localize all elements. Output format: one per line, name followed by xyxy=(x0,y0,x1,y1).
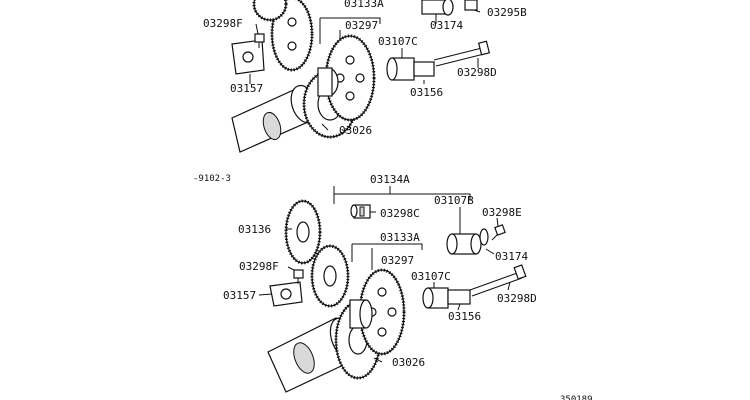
lower-label-03136: 03136 xyxy=(238,223,271,236)
lower-label-03298d: 03298D xyxy=(497,292,537,305)
lower-label-03298c: 03298C xyxy=(380,207,420,220)
upper-label-03157: 03157 xyxy=(230,82,263,95)
lower-sleeve-03174 xyxy=(446,233,482,255)
lower-label-03157: 03157 xyxy=(223,289,256,302)
date-code: -9102-3 xyxy=(193,174,231,184)
upper-shaft-03298d xyxy=(413,40,491,77)
lower-shaft-03298d xyxy=(447,264,527,305)
upper-label-03026: 03026 xyxy=(339,124,372,137)
lower-label-03026: 03026 xyxy=(392,356,425,369)
upper-label-03298d: 03298D xyxy=(457,66,497,79)
upper-hub xyxy=(317,67,339,97)
lower-bushing-03156 xyxy=(422,287,449,309)
lower-washer xyxy=(479,228,489,246)
upper-label-03297: 03297 xyxy=(345,19,378,32)
upper-label-03107c: 03107C xyxy=(378,35,418,48)
upper-assembly xyxy=(231,0,491,153)
upper-gear-03297 xyxy=(324,34,376,122)
upper-label-03133a: 03133A xyxy=(344,0,384,10)
lower-label-03298e: 03298E xyxy=(482,206,522,219)
upper-bushing-03156 xyxy=(386,57,415,81)
lower-gear-03136 xyxy=(284,199,322,265)
lower-label-03107c: 03107C xyxy=(411,270,451,283)
lower-label-03297: 03297 xyxy=(381,254,414,267)
lower-label-03298f: 03298F xyxy=(239,260,279,273)
lower-label-03156: 03156 xyxy=(448,310,481,323)
lower-bolt-03298f xyxy=(293,269,304,284)
figure-code: 350189 xyxy=(560,395,593,400)
lower-plate-03157 xyxy=(269,281,303,307)
upper-top-gear xyxy=(252,0,288,22)
lower-bolt-03298e xyxy=(491,224,506,241)
upper-gear-03133a xyxy=(270,0,314,72)
upper-label-03295b: 03295B xyxy=(487,6,527,19)
upper-sleeve-03174 xyxy=(421,0,454,16)
lower-label-03174: 03174 xyxy=(495,250,528,263)
lower-assembly xyxy=(258,186,527,393)
lower-label-03134a: 03134A xyxy=(370,173,410,186)
lower-label-03133a: 03133A xyxy=(380,231,420,244)
upper-label-03174: 03174 xyxy=(430,19,463,32)
lower-gear-middle xyxy=(310,244,350,308)
lower-hub xyxy=(349,299,373,329)
lower-label-03107b: 03107B xyxy=(434,194,474,207)
upper-label-03156: 03156 xyxy=(410,86,443,99)
lower-part-03298c xyxy=(350,204,371,219)
upper-bolt-03298f xyxy=(254,33,265,48)
upper-plate-03157 xyxy=(231,39,265,75)
upper-label-03298f: 03298F xyxy=(203,17,243,30)
upper-nut-03295b xyxy=(464,0,478,11)
